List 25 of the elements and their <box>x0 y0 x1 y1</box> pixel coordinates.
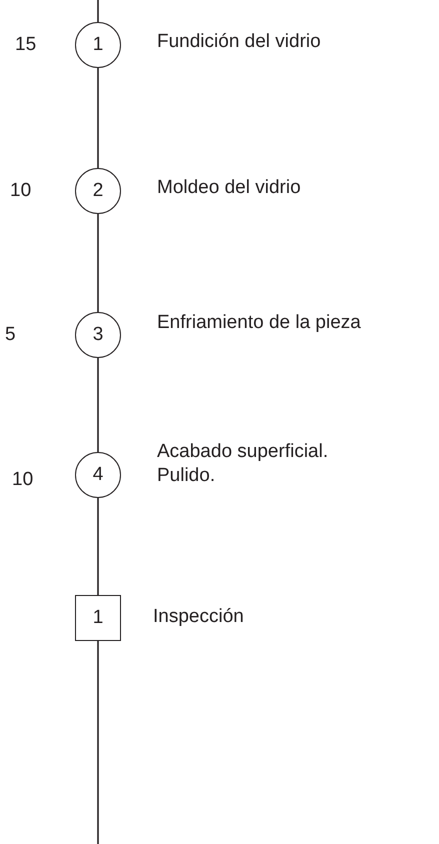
operation-circle <box>75 22 121 68</box>
duration-label: 15 <box>15 34 36 56</box>
step-number: 3 <box>92 324 104 346</box>
step-description: Inspección <box>153 605 245 629</box>
duration-label: 5 <box>5 324 16 346</box>
inspection-square <box>75 595 121 641</box>
step-number: 1 <box>92 34 104 56</box>
step-description: Moldeo del vidrio <box>157 176 302 200</box>
step-number: 4 <box>92 464 104 486</box>
step-description: Enfriamiento de la pieza <box>157 311 362 335</box>
operation-circle <box>75 168 121 214</box>
flow-line <box>97 641 99 844</box>
flow-line <box>97 358 99 452</box>
flow-line <box>97 68 99 168</box>
flow-line <box>97 214 99 312</box>
operation-circle <box>75 312 121 358</box>
duration-label: 10 <box>12 469 34 491</box>
flow-line <box>97 0 99 22</box>
duration-label: 10 <box>10 180 32 202</box>
step-description: Acabado superficial. Pulido. <box>157 440 330 488</box>
flow-line <box>97 498 99 595</box>
operation-circle <box>75 452 121 498</box>
step-number: 2 <box>92 180 104 202</box>
step-description: Fundición del vidrio <box>157 30 322 54</box>
step-number: 1 <box>92 607 104 629</box>
